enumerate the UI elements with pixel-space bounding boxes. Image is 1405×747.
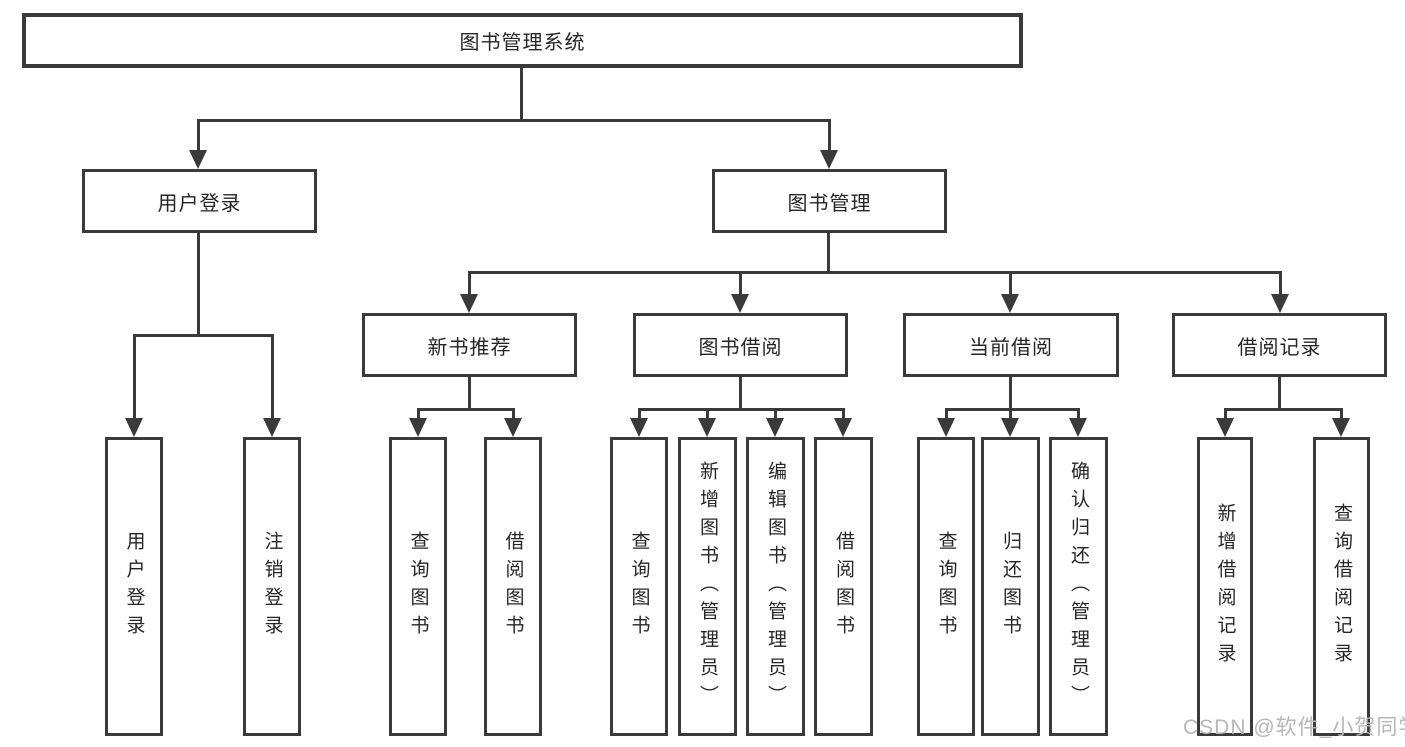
csdn-watermark: CSDN @软件_小贺同学 [1183,716,1405,739]
connector-line [945,408,948,421]
arrow-down-icon [1216,418,1234,437]
leaf-newbook-borrow-books-label: 借阅图书 [502,530,524,643]
connector-line [706,408,709,421]
arrow-down-icon [731,294,749,313]
leaf-query-borrow-record-label: 查询借阅记录 [1331,502,1352,671]
arrow-down-icon [834,418,852,437]
connector-line [1224,408,1342,411]
connector-line [1009,408,1012,421]
node-current-borrow: 当前借阅 [903,313,1119,377]
leaf-return-books-label: 归还图书 [1000,530,1021,643]
node-borrow-records-label: 借阅记录 [1237,336,1322,359]
connector-line [271,334,274,420]
leaf-confirm-return-admin: 确认归还（管理员） [1049,437,1108,736]
arrow-down-icon [937,418,955,437]
leaf-logout-label: 注销登录 [261,530,283,643]
leaf-edit-books-admin: 编辑图书（管理员） [746,437,805,736]
leaf-edit-books-admin-label: 编辑图书（管理员） [765,460,786,713]
leaf-user-login: 用户登录 [105,437,163,736]
arrow-down-icon [1001,294,1019,313]
leaf-current-query-books-label: 查询图书 [935,530,957,643]
node-book-borrow-label: 图书借阅 [698,336,783,359]
connector-line [1224,408,1227,421]
node-new-book-recommend-label: 新书推荐 [427,336,512,359]
leaf-add-borrow-record-label: 新增借阅记录 [1214,502,1236,671]
arrow-down-icon [766,418,784,437]
node-current-borrow-label: 当前借阅 [969,336,1053,359]
connector-line [638,408,641,421]
connector-line [197,119,831,122]
leaf-borrow-query-books-label: 查询图书 [628,530,650,643]
connector-line [1009,271,1012,297]
arrow-down-icon [1001,418,1019,437]
leaf-borrow-books: 借阅图书 [814,437,873,736]
arrow-down-icon [1069,418,1087,437]
leaf-return-books: 归还图书 [981,437,1040,736]
arrow-down-icon [125,418,143,437]
arrow-down-icon [189,150,207,169]
connector-line [1077,408,1080,421]
arrow-down-icon [263,418,281,437]
connector-line [739,271,742,297]
leaf-newbook-query-books: 查询图书 [389,437,447,736]
node-book-borrow: 图书借阅 [633,313,848,377]
leaf-current-query-books: 查询图书 [917,437,975,736]
arrow-down-icon [1332,418,1350,437]
leaf-borrow-query-books: 查询图书 [610,437,668,736]
connector-line [827,233,830,274]
connector-line [945,408,1079,411]
connector-line [1009,377,1012,411]
leaf-logout: 注销登录 [243,437,301,736]
connector-line [774,408,777,421]
node-user-login-label: 用户登录 [157,192,242,215]
leaf-user-login-label: 用户登录 [123,530,145,643]
connector-line [468,271,1281,274]
leaf-add-borrow-record: 新增借阅记录 [1197,437,1253,736]
connector-line [197,233,200,336]
connector-line [417,408,515,411]
connector-line [638,408,844,411]
connector-line [1278,377,1281,411]
arrow-down-icon [630,418,648,437]
connector-line [133,334,274,337]
node-book-management-label: 图书管理 [787,192,872,215]
connector-line [133,334,136,420]
node-borrow-records: 借阅记录 [1172,313,1387,377]
node-root-label: 图书管理系统 [459,32,586,54]
node-book-management: 图书管理 [712,169,947,233]
connector-line [739,377,742,411]
connector-line [1340,408,1343,421]
node-user-login: 用户登录 [82,169,317,233]
arrow-down-icon [409,418,427,437]
connector-line [468,271,471,297]
connector-line [828,119,831,153]
connector-line [512,408,515,421]
arrow-down-icon [504,418,522,437]
leaf-newbook-borrow-books: 借阅图书 [484,437,542,736]
connector-line [197,119,200,153]
arrow-down-icon [1271,294,1289,313]
connector-line [1279,271,1282,297]
leaf-add-books-admin: 新增图书（管理员） [678,437,737,736]
arrow-down-icon [460,294,478,313]
arrow-down-icon [820,150,838,169]
leaf-add-books-admin-label: 新增图书（管理员） [697,460,718,713]
connector-line [468,377,471,411]
leaf-borrow-books-label: 借阅图书 [833,530,854,643]
connector-line [520,68,523,120]
leaf-query-borrow-record: 查询借阅记录 [1313,437,1370,736]
connector-line [842,408,845,421]
node-new-book-recommend: 新书推荐 [362,313,577,377]
leaf-confirm-return-admin-label: 确认归还（管理员） [1068,460,1089,713]
leaf-newbook-query-books-label: 查询图书 [407,530,429,643]
arrow-down-icon [698,418,716,437]
connector-line [417,408,420,421]
node-root: 图书管理系统 [22,13,1023,68]
